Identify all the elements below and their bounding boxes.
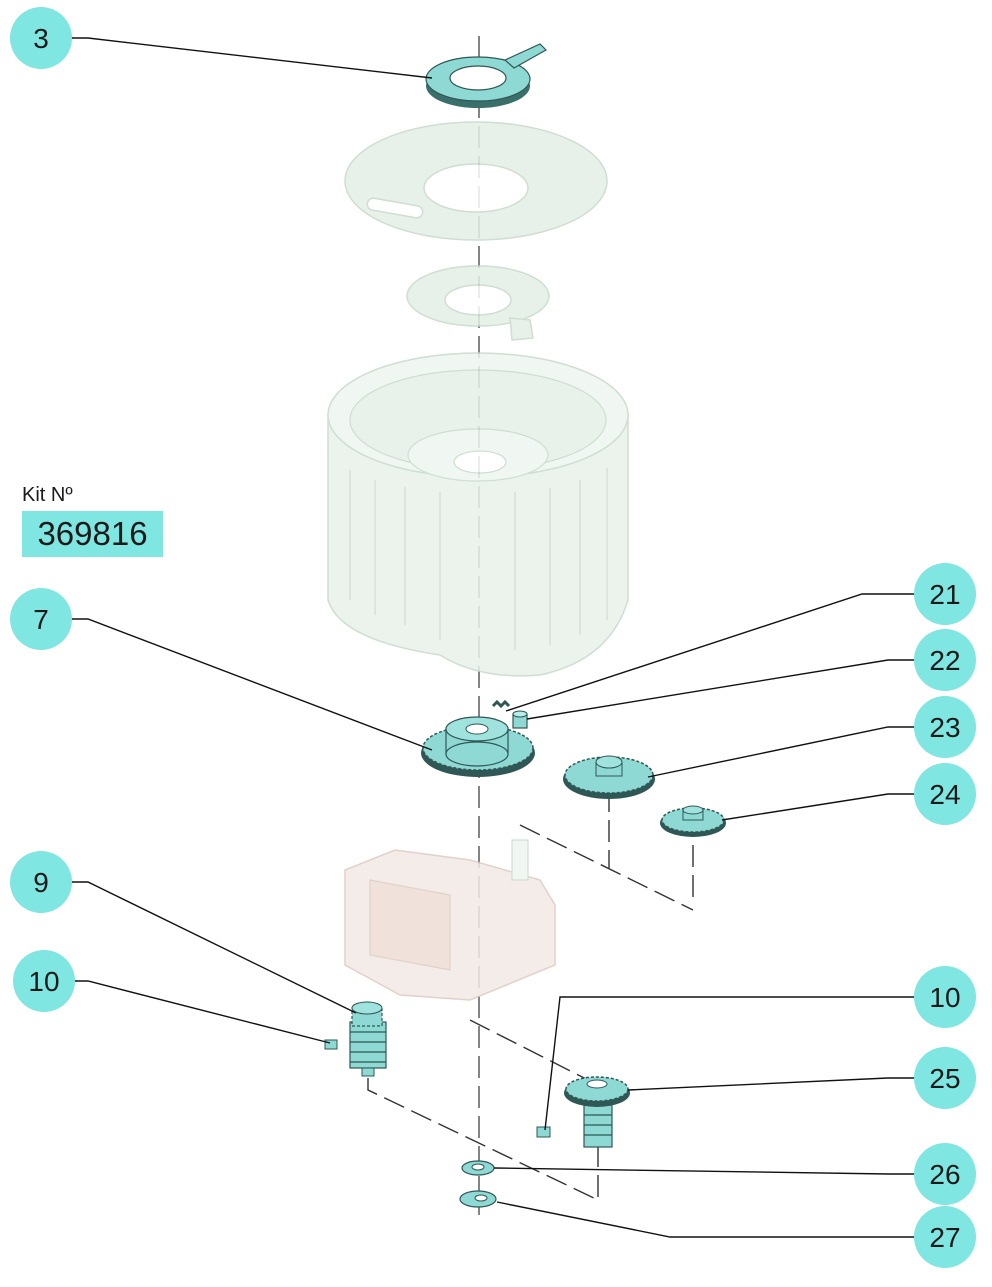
ghost-top-plate (344, 121, 608, 241)
callout-circle (914, 696, 976, 758)
part-21-spring (491, 699, 511, 709)
part-10-pin-right (536, 1126, 551, 1138)
callout-circle (914, 1143, 976, 1205)
callout-circle (10, 851, 72, 913)
callout-23: 23 (914, 696, 976, 758)
callout-label: 26 (929, 1159, 960, 1190)
part-9-worm-shaft (349, 1001, 387, 1077)
callout-label: 7 (33, 604, 49, 635)
callout-circle (914, 629, 976, 691)
callout-10-left: 10 (13, 950, 75, 1012)
part-27-clip (459, 1190, 497, 1208)
part-7-main-gear (421, 716, 535, 777)
callout-circle (914, 763, 976, 825)
callout-label: 27 (929, 1222, 960, 1253)
callout-circle (914, 563, 976, 625)
ghost-housing (327, 352, 629, 677)
callout-label: 22 (929, 645, 960, 676)
callout-9: 9 (10, 851, 72, 913)
callout-3: 3 (10, 7, 72, 69)
callout-circle (914, 966, 976, 1028)
callout-label: 10 (28, 966, 59, 997)
kit-label: Kit Nº (22, 484, 73, 506)
callout-26: 26 (914, 1143, 976, 1205)
callout-22: 22 (914, 629, 976, 691)
callout-label: 23 (929, 712, 960, 743)
kit-number-box: 369816 (22, 511, 163, 557)
callout-21: 21 (914, 563, 976, 625)
callout-24: 24 (914, 763, 976, 825)
assembly-dashed-lines (367, 790, 694, 1201)
callout-label: 24 (929, 779, 960, 810)
callout-label: 9 (33, 867, 49, 898)
callout-7: 7 (10, 588, 72, 650)
callout-label: 10 (929, 982, 960, 1013)
callout-label: 21 (929, 579, 960, 610)
part-26-washer (461, 1160, 495, 1176)
part-10-pin-left (324, 1039, 338, 1050)
part-25-gear-worm (564, 1076, 630, 1148)
callout-circle (10, 588, 72, 650)
callout-circle (13, 950, 75, 1012)
callout-circle (914, 1206, 976, 1268)
ghost-ring-plate (406, 265, 550, 341)
callout-25: 25 (914, 1047, 976, 1109)
callout-circle (914, 1047, 976, 1109)
part-24-gear (660, 805, 726, 837)
part-3-top-ring (425, 43, 547, 108)
leader-lines (72, 37, 918, 1238)
ghost-gearbox-base (344, 839, 556, 1001)
callout-circle (10, 7, 72, 69)
part-23-gear (563, 755, 655, 799)
callout-label: 3 (33, 23, 49, 54)
callout-27: 27 (914, 1206, 976, 1268)
callout-10-right: 10 (914, 966, 976, 1028)
callout-label: 25 (929, 1063, 960, 1094)
part-22-pin (512, 710, 528, 729)
